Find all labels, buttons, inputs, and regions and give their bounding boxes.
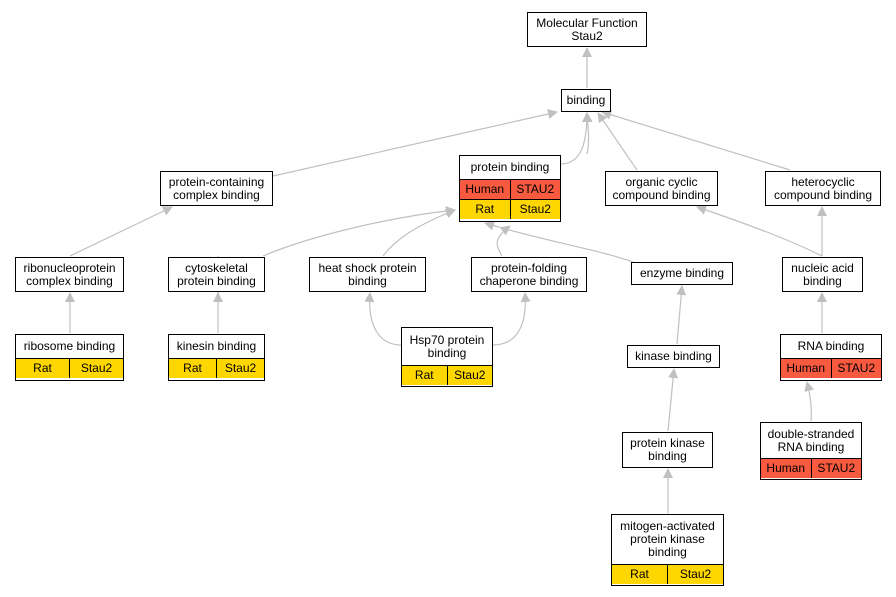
node-label: heat shock protein binding — [318, 260, 417, 288]
is-a-edge — [69, 206, 173, 257]
is-a-edge — [676, 285, 687, 345]
node-rna-binding[interactable]: RNA binding Human STAU2 — [780, 334, 882, 381]
gene-cell: Stau2 — [446, 366, 493, 385]
gene-cell: STAU2 — [830, 359, 882, 378]
node-label: protein kinase binding — [630, 436, 705, 463]
is-a-edge — [382, 208, 456, 257]
node-label: Molecular Function Stau2 — [536, 15, 638, 43]
node-heterocyclic-compound-binding[interactable]: heterocyclic compound binding — [765, 171, 881, 206]
node-label: Hsp70 protein binding — [409, 332, 485, 360]
is-a-edge — [492, 292, 531, 346]
annotation-row-rat: Rat Stau2 — [16, 358, 123, 378]
annotation-row-rat: Rat Stau2 — [460, 199, 560, 219]
node-label: ribosome binding — [23, 339, 116, 353]
gene-cell: STAU2 — [810, 459, 862, 478]
node-protein-containing-complex-binding[interactable]: protein-containing complex binding — [160, 171, 273, 206]
node-double-stranded-rna-binding[interactable]: double-stranded RNA binding Human STAU2 — [760, 422, 862, 480]
node-label: protein-containing complex binding — [168, 174, 265, 202]
node-hsp70-protein-binding[interactable]: Hsp70 protein binding Rat Stau2 — [401, 327, 493, 387]
node-label: protein binding — [470, 160, 550, 174]
gene-cell: STAU2 — [509, 180, 561, 199]
is-a-edge — [597, 112, 638, 171]
species-cell: Human — [465, 182, 505, 196]
gene-cell: Stau2 — [509, 200, 561, 219]
annotation-row-rat: Rat Stau2 — [169, 358, 264, 378]
node-protein-kinase-binding[interactable]: protein kinase binding — [622, 432, 713, 468]
node-heat-shock-protein-binding[interactable]: heat shock protein binding — [309, 257, 426, 292]
is-a-edge — [496, 225, 511, 257]
gene-cell: Stau2 — [216, 359, 264, 378]
node-label: kinase binding — [635, 349, 712, 363]
node-label: enzyme binding — [639, 266, 725, 280]
species-cell: Rat — [630, 567, 649, 581]
is-a-edge — [804, 381, 815, 422]
node-nucleic-acid-binding[interactable]: nucleic acid binding — [782, 257, 863, 292]
species-cell: Rat — [183, 361, 202, 375]
annotation-row-human: Human STAU2 — [761, 458, 861, 478]
gene-cell: Stau2 — [667, 565, 723, 584]
is-a-edge — [484, 220, 634, 263]
node-label: heterocyclic compound binding — [773, 174, 873, 202]
is-a-edge — [696, 205, 823, 257]
is-a-edge — [667, 368, 679, 432]
node-label: mitogen-activated protein kinase binding — [620, 519, 715, 559]
node-ribosome-binding[interactable]: ribosome binding Rat Stau2 — [15, 334, 124, 381]
gene-cell: Stau2 — [69, 359, 123, 378]
node-binding[interactable]: binding — [561, 89, 611, 112]
node-ribonucleoprotein-complex-binding[interactable]: ribonucleoprotein complex binding — [15, 257, 124, 292]
node-mitogen-activated-protein-kinase-binding[interactable]: mitogen-activated protein kinase binding… — [611, 514, 724, 586]
species-cell: Rat — [475, 202, 495, 216]
annotation-row-rat: Rat Stau2 — [402, 365, 492, 385]
node-label: double-stranded RNA binding — [767, 426, 855, 454]
node-organic-cyclic-compound-binding[interactable]: organic cyclic compound binding — [605, 171, 718, 206]
node-cytoskeletal-protein-binding[interactable]: cytoskeletal protein binding — [168, 257, 265, 292]
node-label: nucleic acid binding — [791, 260, 854, 288]
is-a-edge — [262, 205, 456, 257]
node-label: protein-folding chaperone binding — [479, 260, 579, 288]
node-molecular-function[interactable]: Molecular Function Stau2 — [527, 12, 647, 47]
node-protein-binding[interactable]: protein binding Human STAU2 Rat Stau2 — [459, 155, 561, 222]
node-label: organic cyclic compound binding — [612, 174, 711, 202]
species-cell: Human — [786, 361, 826, 375]
node-kinase-binding[interactable]: kinase binding — [627, 345, 720, 368]
annotation-row-human: Human STAU2 — [460, 179, 560, 199]
node-label: kinesin binding — [176, 339, 257, 353]
node-protein-folding-chaperone-binding[interactable]: protein-folding chaperone binding — [471, 257, 587, 292]
is-a-edge — [272, 109, 558, 177]
is-a-edge — [601, 109, 791, 171]
annotation-row-rat: Rat Stau2 — [612, 564, 723, 584]
node-label: binding — [566, 93, 606, 107]
node-kinesin-binding[interactable]: kinesin binding Rat Stau2 — [168, 334, 265, 381]
species-cell: Rat — [414, 368, 434, 382]
is-a-edge — [559, 112, 592, 165]
species-cell: Human — [766, 461, 806, 475]
is-a-edge — [364, 292, 403, 346]
annotation-row-human: Human STAU2 — [781, 358, 881, 378]
node-enzyme-binding[interactable]: enzyme binding — [631, 262, 733, 285]
node-label: ribonucleoprotein complex binding — [23, 260, 116, 288]
species-cell: Rat — [33, 361, 52, 375]
node-label: cytoskeletal protein binding — [177, 260, 256, 288]
node-label: RNA binding — [797, 339, 865, 353]
